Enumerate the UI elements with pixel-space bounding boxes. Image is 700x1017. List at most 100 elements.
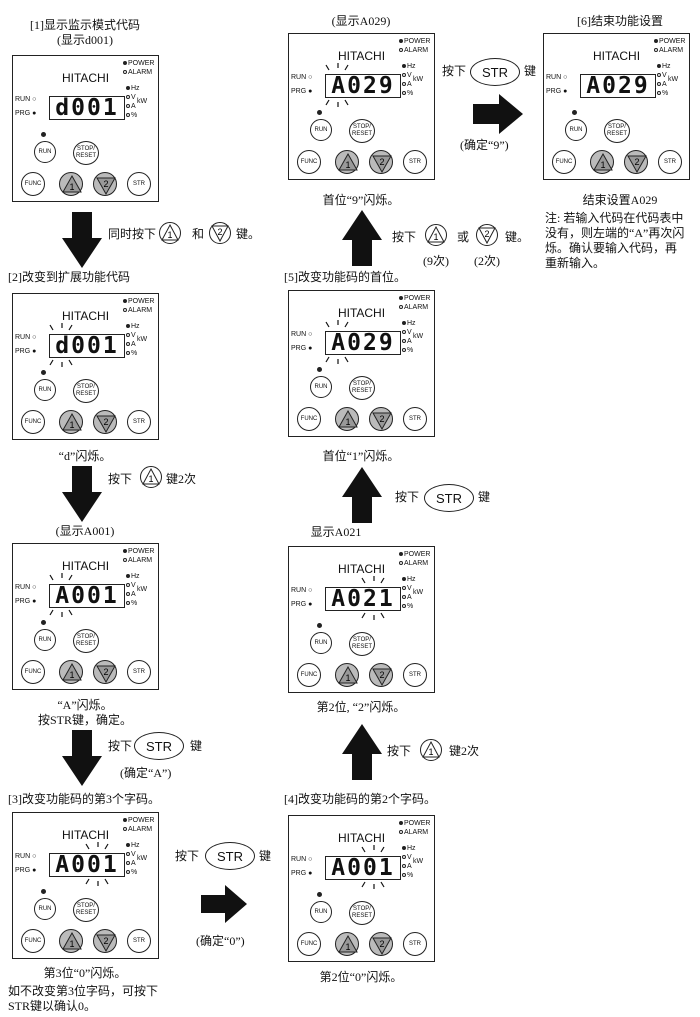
a4-key: 键 bbox=[259, 849, 272, 863]
func-button[interactable]: FUNC bbox=[297, 150, 321, 174]
hz-led-icon bbox=[402, 321, 406, 326]
brand-label: HITACHI bbox=[337, 306, 386, 320]
stop-reset-button[interactable]: STOP/ RESET bbox=[604, 119, 630, 143]
str-button[interactable]: STR bbox=[658, 150, 682, 174]
down-button[interactable]: 2 bbox=[369, 150, 393, 174]
run-label: RUN ○ bbox=[291, 587, 313, 594]
a-led-icon bbox=[402, 595, 406, 600]
p3-caption1: “A”闪烁。 bbox=[57, 698, 113, 712]
pct-led-icon bbox=[126, 351, 130, 356]
down-button[interactable]: 2 bbox=[93, 929, 117, 953]
up-button[interactable]: 1 bbox=[335, 663, 359, 687]
svg-text:1: 1 bbox=[148, 474, 153, 484]
up-button[interactable]: 1 bbox=[59, 929, 83, 953]
stop-reset-button[interactable]: STOP/ RESET bbox=[73, 141, 99, 165]
up-button[interactable]: 1 bbox=[335, 407, 359, 431]
run-button[interactable]: RUN bbox=[34, 379, 56, 401]
down-button[interactable]: 2 bbox=[93, 660, 117, 684]
func-button[interactable]: FUNC bbox=[21, 660, 45, 684]
up-button[interactable]: 1 bbox=[59, 660, 83, 684]
blink-mark bbox=[344, 99, 349, 106]
run-button[interactable]: RUN bbox=[310, 376, 332, 398]
func-button[interactable]: FUNC bbox=[297, 663, 321, 687]
run-button[interactable]: RUN bbox=[310, 901, 332, 923]
up-button[interactable]: 1 bbox=[335, 150, 359, 174]
a2-press: 按下 bbox=[108, 472, 133, 486]
down-button[interactable]: 2 bbox=[369, 932, 393, 956]
down-arrow-icon bbox=[62, 466, 102, 522]
svg-text:2: 2 bbox=[634, 157, 639, 167]
v-led-icon bbox=[657, 73, 661, 78]
stop-reset-button[interactable]: STOP/ RESET bbox=[73, 379, 99, 403]
stop-reset-button[interactable]: STOP/ RESET bbox=[349, 119, 375, 143]
str-button[interactable]: STR bbox=[127, 660, 151, 684]
prg-label: PRG ● bbox=[291, 870, 313, 877]
a8-press: 按下 bbox=[442, 64, 467, 78]
p5-caption: 第2位“0”闪烁。 bbox=[319, 970, 403, 984]
brand-label: HITACHI bbox=[337, 562, 386, 576]
run-button[interactable]: RUN bbox=[34, 141, 56, 163]
run-button[interactable]: RUN bbox=[34, 629, 56, 651]
stop-reset-button[interactable]: STOP/ RESET bbox=[349, 901, 375, 925]
down-button[interactable]: 2 bbox=[93, 172, 117, 196]
run-button[interactable]: RUN bbox=[310, 119, 332, 141]
up-key-icon: 1 bbox=[420, 739, 442, 761]
stop-reset-button[interactable]: STOP/ RESET bbox=[349, 632, 375, 656]
func-button[interactable]: FUNC bbox=[297, 407, 321, 431]
lcd-display: A029 bbox=[580, 74, 656, 98]
str-button[interactable]: STR bbox=[127, 172, 151, 196]
hz-indicator: Hz bbox=[402, 576, 416, 584]
up-triangle-icon: 1 bbox=[338, 409, 358, 428]
pct-indicator: % bbox=[402, 347, 413, 355]
up-button[interactable]: 1 bbox=[590, 150, 614, 174]
power-led-icon bbox=[123, 61, 127, 66]
pct-indicator: % bbox=[126, 112, 137, 120]
str-button[interactable]: STR bbox=[403, 932, 427, 956]
power-led-icon bbox=[399, 39, 403, 44]
run-label: RUN ○ bbox=[15, 853, 37, 860]
up-button[interactable]: 1 bbox=[335, 932, 359, 956]
up-button[interactable]: 1 bbox=[59, 172, 83, 196]
func-button[interactable]: FUNC bbox=[552, 150, 576, 174]
stop-reset-button[interactable]: STOP/ RESET bbox=[73, 629, 99, 653]
func-button[interactable]: FUNC bbox=[297, 932, 321, 956]
a-led-icon bbox=[657, 82, 661, 87]
kw-label: kW bbox=[137, 855, 148, 862]
down-button[interactable]: 2 bbox=[93, 410, 117, 434]
func-button[interactable]: FUNC bbox=[21, 410, 45, 434]
pct-led-icon bbox=[657, 91, 661, 96]
str-button[interactable]: STR bbox=[403, 407, 427, 431]
a5-press: 按下 bbox=[387, 744, 412, 758]
prg-label: PRG ● bbox=[291, 88, 313, 95]
v-led-icon bbox=[402, 586, 406, 591]
down-button[interactable]: 2 bbox=[624, 150, 648, 174]
a-led-icon bbox=[402, 82, 406, 87]
run-button[interactable]: RUN bbox=[565, 119, 587, 141]
hz-indicator: Hz bbox=[402, 63, 416, 71]
func-button[interactable]: FUNC bbox=[21, 929, 45, 953]
alarm-led-icon bbox=[654, 48, 658, 53]
str-key-icon: STR bbox=[134, 732, 184, 760]
str-button[interactable]: STR bbox=[403, 150, 427, 174]
run-button[interactable]: RUN bbox=[310, 632, 332, 654]
func-button[interactable]: FUNC bbox=[21, 172, 45, 196]
p9-caption: 结束设置A029 bbox=[582, 193, 658, 207]
pct-led-icon bbox=[402, 873, 406, 878]
run-button[interactable]: RUN bbox=[34, 898, 56, 920]
up-key-icon: 1 bbox=[425, 224, 447, 246]
str-button[interactable]: STR bbox=[403, 663, 427, 687]
str-button[interactable]: STR bbox=[127, 929, 151, 953]
down-button[interactable]: 2 bbox=[369, 663, 393, 687]
svg-text:1: 1 bbox=[600, 160, 605, 170]
up-button[interactable]: 1 bbox=[59, 410, 83, 434]
alarm-led-icon bbox=[399, 830, 403, 835]
stop-reset-button[interactable]: STOP/ RESET bbox=[73, 898, 99, 922]
step1-title: [1]显示监示模式代码 bbox=[30, 18, 140, 32]
prg-label: PRG ● bbox=[291, 601, 313, 608]
stop-reset-button[interactable]: STOP/ RESET bbox=[349, 376, 375, 400]
power-led-icon bbox=[399, 296, 403, 301]
lcd-display: A001 bbox=[49, 853, 125, 877]
str-button[interactable]: STR bbox=[127, 410, 151, 434]
down-arrow-icon bbox=[62, 212, 102, 268]
down-button[interactable]: 2 bbox=[369, 407, 393, 431]
